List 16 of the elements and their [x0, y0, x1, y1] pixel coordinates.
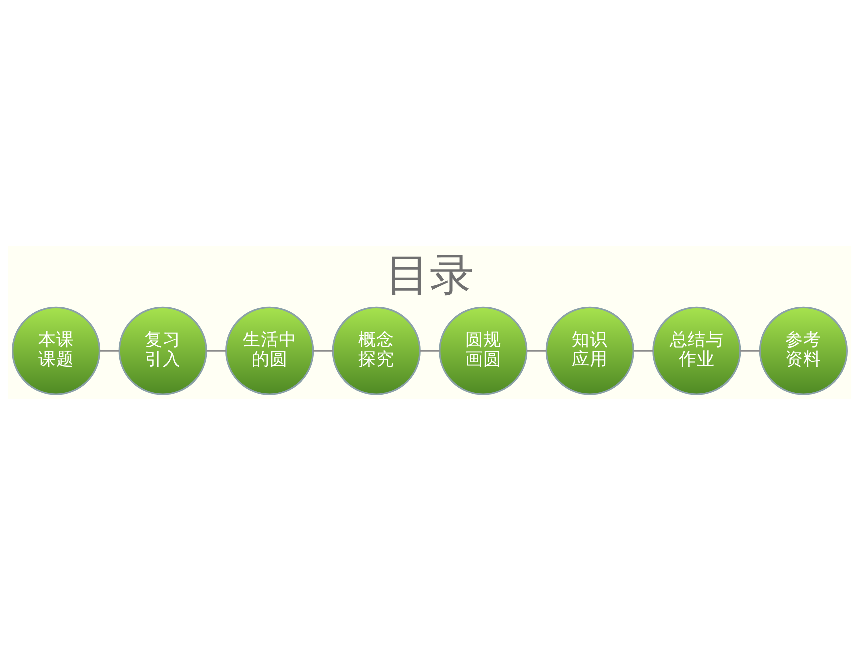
node-circle: 知识应用 — [546, 306, 634, 396]
node-circle: 本课课题 — [12, 306, 101, 396]
connector — [527, 350, 547, 352]
node-circle: 概念探究 — [332, 306, 421, 396]
node-circle: 复习引入 — [118, 306, 208, 396]
connector — [740, 350, 760, 352]
connector — [420, 350, 440, 352]
connector — [100, 350, 120, 352]
node-circle: 圆规画圆 — [439, 306, 528, 396]
connector — [206, 350, 226, 352]
node-circle: 总结与作业 — [652, 306, 742, 396]
connector — [313, 350, 334, 352]
diagram-title: 目录 — [386, 250, 474, 302]
node-circle: 参考资料 — [759, 306, 848, 396]
connector — [634, 350, 654, 352]
node-circle: 生活中的圆 — [226, 306, 314, 396]
